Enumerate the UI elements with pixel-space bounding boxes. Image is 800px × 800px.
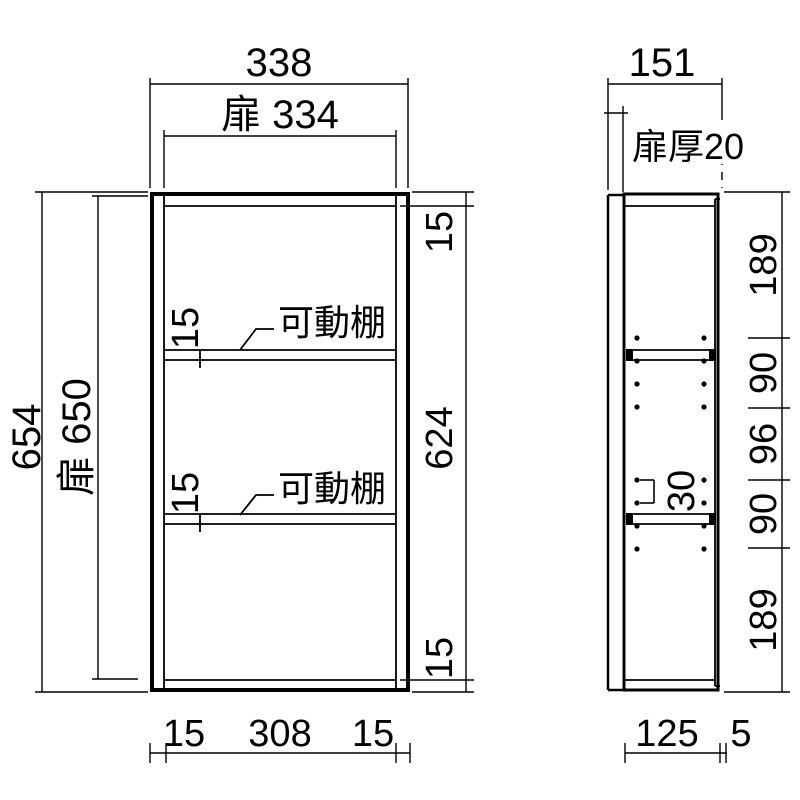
side-shelf-upper <box>626 349 716 361</box>
dim-text-side-top: 189 <box>743 233 785 296</box>
side-inner-lines <box>625 198 720 687</box>
dim-door-thickness <box>604 106 628 192</box>
shelf-end-cap <box>626 513 633 525</box>
side-door <box>606 193 623 692</box>
dim-text-shelf-lower-thickness: 15 <box>165 472 207 514</box>
dim-text-side-bottom: 189 <box>743 588 785 651</box>
shelf-end-cap <box>709 513 716 525</box>
dim-door-height <box>92 195 148 680</box>
dim-text-side-upper-holes: 90 <box>743 352 785 394</box>
dim-text-overall-depth: 151 <box>629 41 696 85</box>
dim-text-overall-height: 654 <box>5 404 49 471</box>
dim-text-body-depth: 125 <box>635 713 698 755</box>
dim-text-bottom-center: 308 <box>248 713 311 755</box>
dim-text-door-height: 扉 650 <box>55 378 99 496</box>
dim-text-door-thickness: 扉厚20 <box>632 126 744 167</box>
side-body-outline <box>622 192 720 692</box>
front-outer-frame <box>150 192 410 692</box>
dimension-labels: 338 扉 334 654 扉 650 15 624 15 15 15 可動棚 … <box>5 41 785 755</box>
dim-text-side-lower-holes: 90 <box>743 493 785 535</box>
dim-text-back-gap: 5 <box>730 713 751 755</box>
front-shelf-lower <box>164 513 396 532</box>
front-shelf-upper <box>164 349 396 368</box>
dim-text-bottom-panel: 15 <box>419 637 461 679</box>
shelf-end-cap <box>626 349 633 361</box>
front-dimensions <box>35 78 474 763</box>
front-inner-panel-lines <box>163 196 397 688</box>
side-shelf-lower <box>626 513 716 525</box>
dim-side-bottom-chain <box>624 743 727 763</box>
dim-bottom-width-chain <box>149 743 411 763</box>
dim-text-inner-height: 624 <box>419 406 461 469</box>
hole-pitch-bracket <box>640 479 655 504</box>
shelf-lower-leader-line <box>239 494 274 516</box>
dim-overall-width <box>149 78 409 188</box>
dim-side-height-chain <box>724 191 790 693</box>
side-dimensions <box>604 78 790 763</box>
dim-right-height-chain <box>400 191 474 693</box>
front-view <box>150 192 410 692</box>
side-view <box>606 192 720 692</box>
dim-overall-height <box>35 191 148 693</box>
dim-text-bottom-left: 15 <box>163 713 205 755</box>
dim-text-hole-pitch: 30 <box>661 470 703 512</box>
dim-text-overall-width: 338 <box>246 41 313 85</box>
dim-text-top-panel: 15 <box>419 211 461 253</box>
dim-text-door-width: 扉 334 <box>221 93 339 137</box>
dim-text-shelf-upper-thickness: 15 <box>165 307 207 349</box>
dim-text-bottom-right: 15 <box>352 713 394 755</box>
shelf-pin-holes <box>634 335 707 552</box>
label-mask <box>629 124 755 164</box>
dim-text-side-middle: 96 <box>743 423 785 465</box>
label-movable-shelf-lower: 可動棚 <box>278 468 386 509</box>
dim-door-width <box>163 130 397 188</box>
label-movable-shelf-upper: 可動棚 <box>278 302 386 343</box>
shelf-end-cap <box>709 349 716 361</box>
shelf-upper-leader-line <box>239 328 274 351</box>
